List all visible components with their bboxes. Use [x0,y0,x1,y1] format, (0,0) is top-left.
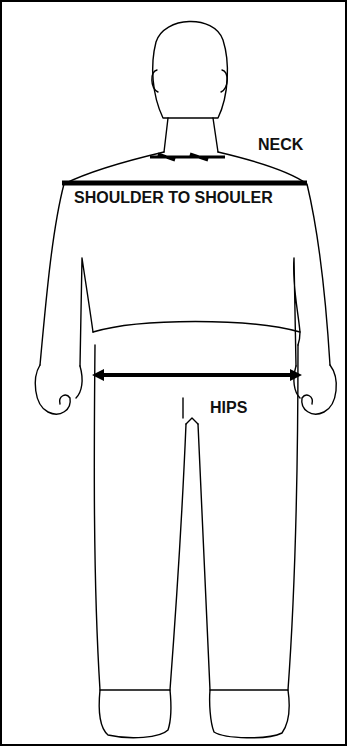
neck [164,118,218,152]
left-hand [35,365,82,414]
measure-label: HIPS [208,398,249,418]
hips-measure [100,373,294,377]
jacket-hem [93,322,300,346]
ears [152,70,227,92]
fly-mark [182,398,183,418]
measure-label: NECK [256,135,305,155]
left-inner-arm [80,258,93,366]
left-leg-inner [170,424,186,690]
right-leg-inner [198,424,210,690]
crotch [186,418,198,424]
right-hand [294,365,336,414]
hips-arrowheads [92,369,302,381]
shoulder-measure [62,181,307,186]
left-leg-outer [94,345,100,690]
neck-measure [150,154,225,160]
measure-label: SHOULDER TO SHOULER [72,188,275,208]
right-shoe [210,690,289,738]
right-inner-arm [294,258,300,366]
right-leg-outer [288,345,298,690]
head [153,21,228,118]
left-shoe [99,690,171,738]
